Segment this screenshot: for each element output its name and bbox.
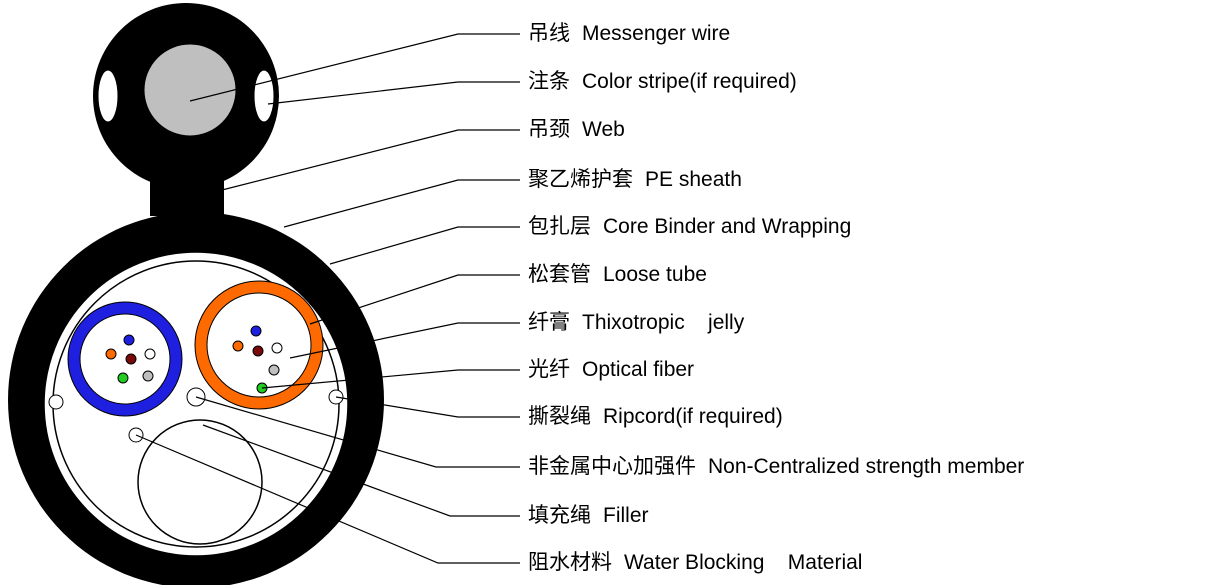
label-en: Optical fiber: [582, 358, 695, 381]
leader-pe-sheath: [283, 179, 520, 228]
label-filler: 填充绳 Filler: [528, 504, 649, 528]
leader-messenger-wire: [189, 33, 520, 102]
fiber-orange: [105, 348, 117, 360]
label-zh: 撕裂绳: [528, 405, 591, 428]
label-zh: 吊颈: [528, 118, 570, 141]
loose-tube-orange-inner: [206, 292, 312, 398]
label-zh: 包扎层: [528, 215, 591, 238]
fiber-brown: [252, 345, 264, 357]
label-zh: 吊线: [528, 22, 570, 45]
leader-water-blocking: [135, 434, 520, 564]
label-web: 吊颈 Web: [528, 118, 625, 142]
label-zh: 光纤: [528, 358, 570, 381]
label-color-stripe: 注条 Color stripe(if required): [528, 70, 797, 94]
label-en: PE sheath: [645, 168, 742, 191]
leader-ripcord: [335, 396, 520, 418]
leader-core-binder: [329, 226, 520, 265]
fiber-grey: [268, 364, 280, 376]
label-strength-member: 非金属中心加强件 Non-Centralized strength member: [528, 455, 1024, 479]
leader-loose-tube: [309, 274, 520, 325]
label-zh: 非金属中心加强件: [528, 455, 696, 478]
fiber-orange: [232, 340, 244, 352]
fiber-blue: [250, 325, 262, 337]
label-pe-sheath: 聚乙烯护套 PE sheath: [528, 168, 742, 192]
label-zh: 松套管: [528, 263, 591, 286]
label-en: Thixotropic jelly: [582, 311, 745, 334]
leader-web: [221, 129, 520, 191]
fiber-green: [117, 372, 129, 384]
label-en: Water Blocking Material: [624, 551, 863, 574]
label-en: Messenger wire: [582, 22, 731, 45]
leader-strength-member: [195, 396, 520, 468]
label-en: Non-Centralized strength member: [708, 455, 1025, 478]
label-en: Web: [582, 118, 625, 141]
label-zh: 聚乙烯护套: [528, 168, 633, 191]
leader-optical-fiber: [261, 369, 520, 389]
ripcord-left: [48, 394, 64, 410]
label-en: Filler: [603, 504, 649, 527]
label-en: Core Binder and Wrapping: [603, 215, 852, 238]
filler: [137, 419, 263, 545]
label-en: Loose tube: [603, 263, 707, 286]
leader-jelly: [289, 322, 520, 359]
label-zh: 阻水材料: [528, 551, 612, 574]
label-en: Ripcord(if required): [603, 405, 783, 428]
web-neck: [150, 168, 224, 216]
color-stripe-right: [253, 69, 275, 123]
label-messenger-wire: 吊线 Messenger wire: [528, 22, 730, 46]
label-zh: 纤膏: [528, 311, 570, 334]
label-ripcord: 撕裂绳 Ripcord(if required): [528, 405, 783, 429]
label-water-blocking: 阻水材料 Water Blocking Material: [528, 551, 862, 575]
leader-filler: [202, 424, 520, 517]
fiber-brown: [125, 353, 137, 365]
loose-tube-blue-inner: [79, 313, 171, 405]
leader-color-stripe: [267, 81, 520, 105]
label-zh: 注条: [528, 70, 570, 93]
label-core-binder: 包扎层 Core Binder and Wrapping: [528, 215, 851, 239]
fiber-grey: [142, 370, 154, 382]
label-en: Color stripe(if required): [582, 70, 797, 93]
fiber-white: [144, 348, 156, 360]
label-loose-tube: 松套管 Loose tube: [528, 263, 707, 287]
label-optical-fiber: 光纤 Optical fiber: [528, 358, 694, 382]
color-stripe-left: [97, 69, 119, 123]
leader-lines: [135, 33, 520, 564]
label-zh: 填充绳: [528, 504, 591, 527]
label-thixotropic-jelly: 纤膏 Thixotropic jelly: [528, 311, 744, 335]
fiber-blue: [123, 334, 135, 346]
fiber-white: [271, 342, 283, 354]
